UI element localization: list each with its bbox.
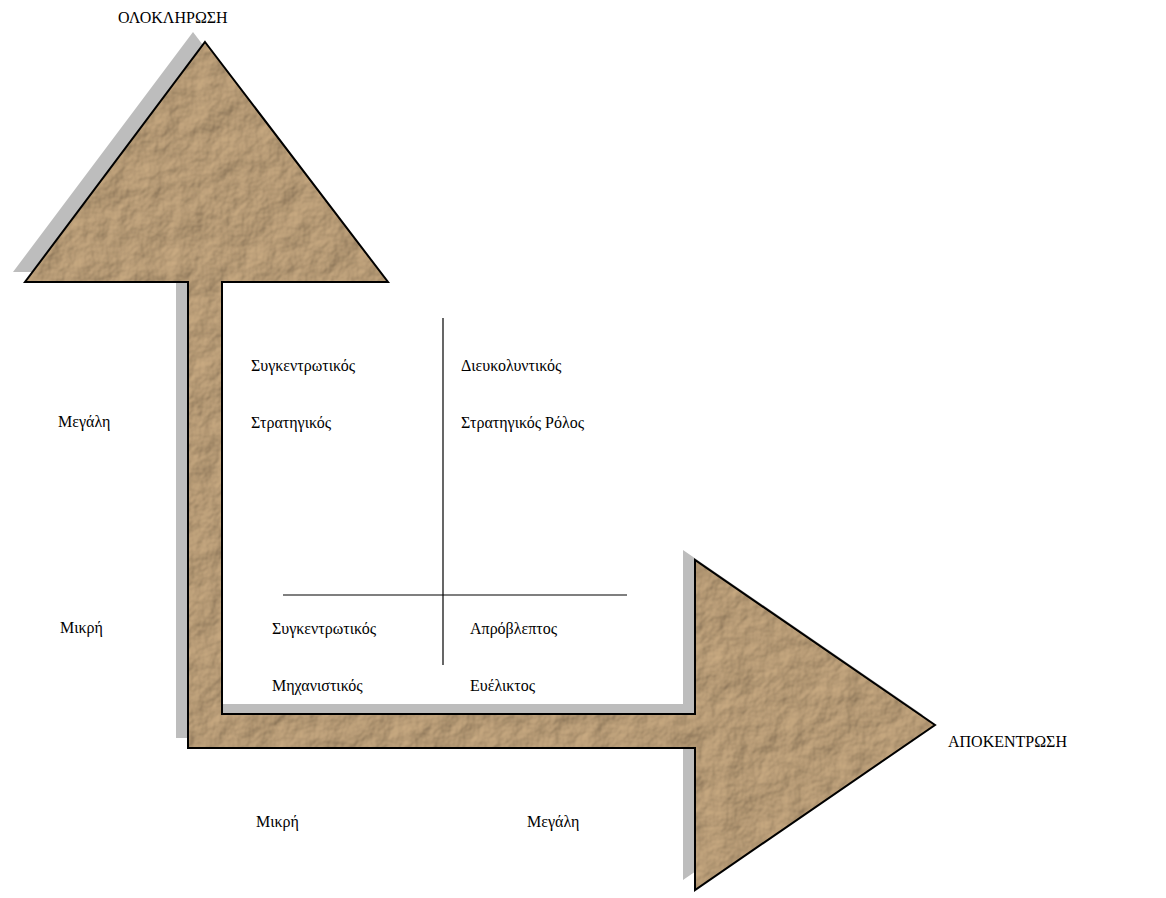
quadrant-divider-horizontal (283, 594, 627, 595)
axis-scale-label: Μικρή (256, 812, 299, 832)
axis-scale-label: Μεγάλη (527, 812, 579, 832)
axis-scale-label: Μικρή (60, 618, 103, 638)
quadrant-label: Απρόβλεπτος Ευέλικτος (470, 600, 598, 714)
arrow-body-base (25, 42, 935, 890)
quadrant-label: Διευκολυντικός Στρατηγικός Ρόλος (461, 337, 621, 451)
quadrant-label: Συγκεντρωτικός Στρατηγικός (251, 337, 379, 451)
arrow-outline (25, 42, 935, 890)
axis-title: ΑΠΟΚΕΝΤΡΩΣΗ (948, 732, 1067, 752)
quadrant-divider-vertical (442, 318, 443, 665)
axis-title: ΟΛΟΚΛΗΡΩΣΗ (118, 8, 228, 28)
arrow-body-texture (25, 42, 935, 890)
quadrant-label: Συγκεντρωτικός Μηχανιστικός (272, 600, 400, 714)
axis-scale-label: Μεγάλη (58, 412, 110, 432)
